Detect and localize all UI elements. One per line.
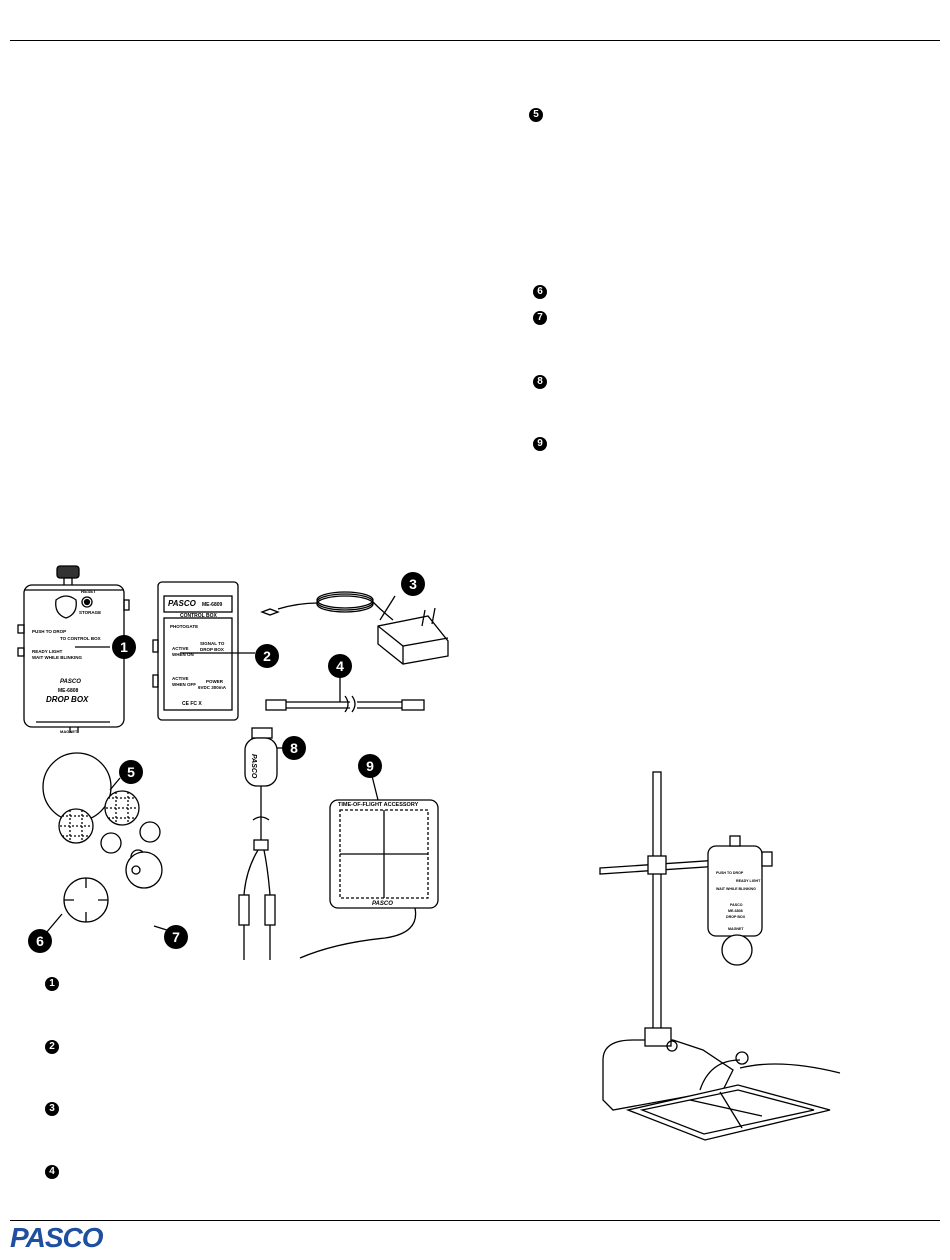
callout-2: 2 (263, 648, 271, 664)
control-box-model: ME-6809 (202, 602, 223, 608)
control-box-active1-label: ACTIVE (172, 646, 189, 651)
control-box-title: CONTROL BOX (180, 613, 218, 619)
control-box-power-sub: 6VDC 300mA (198, 685, 227, 690)
stand-box-logo: PASCO (730, 903, 743, 907)
drop-box-magnet-label: MAGNET (60, 729, 78, 734)
pad-illustration (299, 767, 439, 959)
callout-5: 5 (127, 764, 135, 780)
list-badge-5: 5 (529, 108, 543, 122)
stand-box-magnet-label: MAGNET (728, 927, 744, 931)
control-box-signal-sub: DROP BOX (200, 647, 224, 652)
control-box-active2-sub: WHEN OFF (172, 682, 196, 687)
power-supply-illustration (260, 591, 449, 665)
stand-box-title: DROP BOX (726, 915, 746, 919)
list-badge-2: 2 (45, 1040, 59, 1054)
stand-box-ready-label: READY LIGHT (736, 879, 761, 883)
callout-8: 8 (290, 740, 298, 756)
callout-3: 3 (409, 576, 417, 592)
list-badge-8: 8 (533, 375, 547, 389)
drop-box-reset-label: RESET (81, 589, 96, 594)
stand-box-wait-label: WAIT WHILE BLINKING (716, 887, 756, 891)
callout-9: 9 (366, 758, 374, 774)
list-badge-7: 7 (533, 311, 547, 325)
control-box-illustration (152, 581, 239, 721)
control-box-active1-sub: WHEN ON (172, 652, 194, 657)
drop-box-model: ME-6808 (58, 688, 79, 694)
y-cable-plug-logo: PASCO (250, 754, 257, 779)
phone-cable-illustration (265, 672, 425, 713)
drop-box-push-label: PUSH TO DROP (32, 629, 66, 634)
y-cable-illustration (238, 727, 278, 960)
pad-title: TIME-OF-FLIGHT ACCESSORY (338, 802, 419, 808)
callout-1: 1 (120, 639, 128, 655)
drop-box-ready-label: READY LIGHT (32, 649, 63, 654)
list-badge-4: 4 (45, 1165, 59, 1179)
list-badge-9: 9 (533, 437, 547, 451)
drop-box-illustration (17, 565, 130, 733)
list-badge-1: 1 (45, 977, 59, 991)
control-box-photogate-label: PHOTOGATE (170, 624, 198, 629)
control-box-active2-label: ACTIVE (172, 676, 189, 681)
callout-7: 7 (172, 929, 180, 945)
control-box-logo: PASCO (168, 599, 197, 608)
drop-box-to-control-label: TO CONTROL BOX (60, 636, 101, 641)
pasco-logo: PASCO (10, 1222, 103, 1253)
drop-box-storage-label: STORAGE (79, 610, 101, 615)
callout-4: 4 (336, 658, 344, 674)
callouts: 1 2 3 4 5 6 7 8 9 (28, 572, 425, 953)
list-badge-3: 3 (45, 1102, 59, 1116)
control-box-signal-label: SIGNAL TO (200, 641, 225, 646)
header-rule (10, 40, 940, 41)
stand-box-model: ME-6808 (728, 909, 743, 913)
list-badge-6: 6 (533, 285, 547, 299)
footer-rule (10, 1220, 940, 1221)
pad-logo: PASCO (372, 901, 393, 907)
stand-illustration (599, 771, 841, 1141)
stand-box-push-label: PUSH TO DROP (716, 871, 744, 875)
callout-6: 6 (36, 933, 44, 949)
control-box-marks: CE FC X (182, 701, 202, 707)
drop-box-wait-label: WAIT WHILE BLINKING (32, 655, 82, 660)
balls-illustration (42, 752, 161, 865)
drop-box-logo: PASCO (60, 679, 81, 685)
tee-washer-illustration (63, 851, 163, 923)
drop-box-title: DROP BOX (46, 695, 89, 704)
control-box-power-label: POWER (206, 679, 224, 684)
